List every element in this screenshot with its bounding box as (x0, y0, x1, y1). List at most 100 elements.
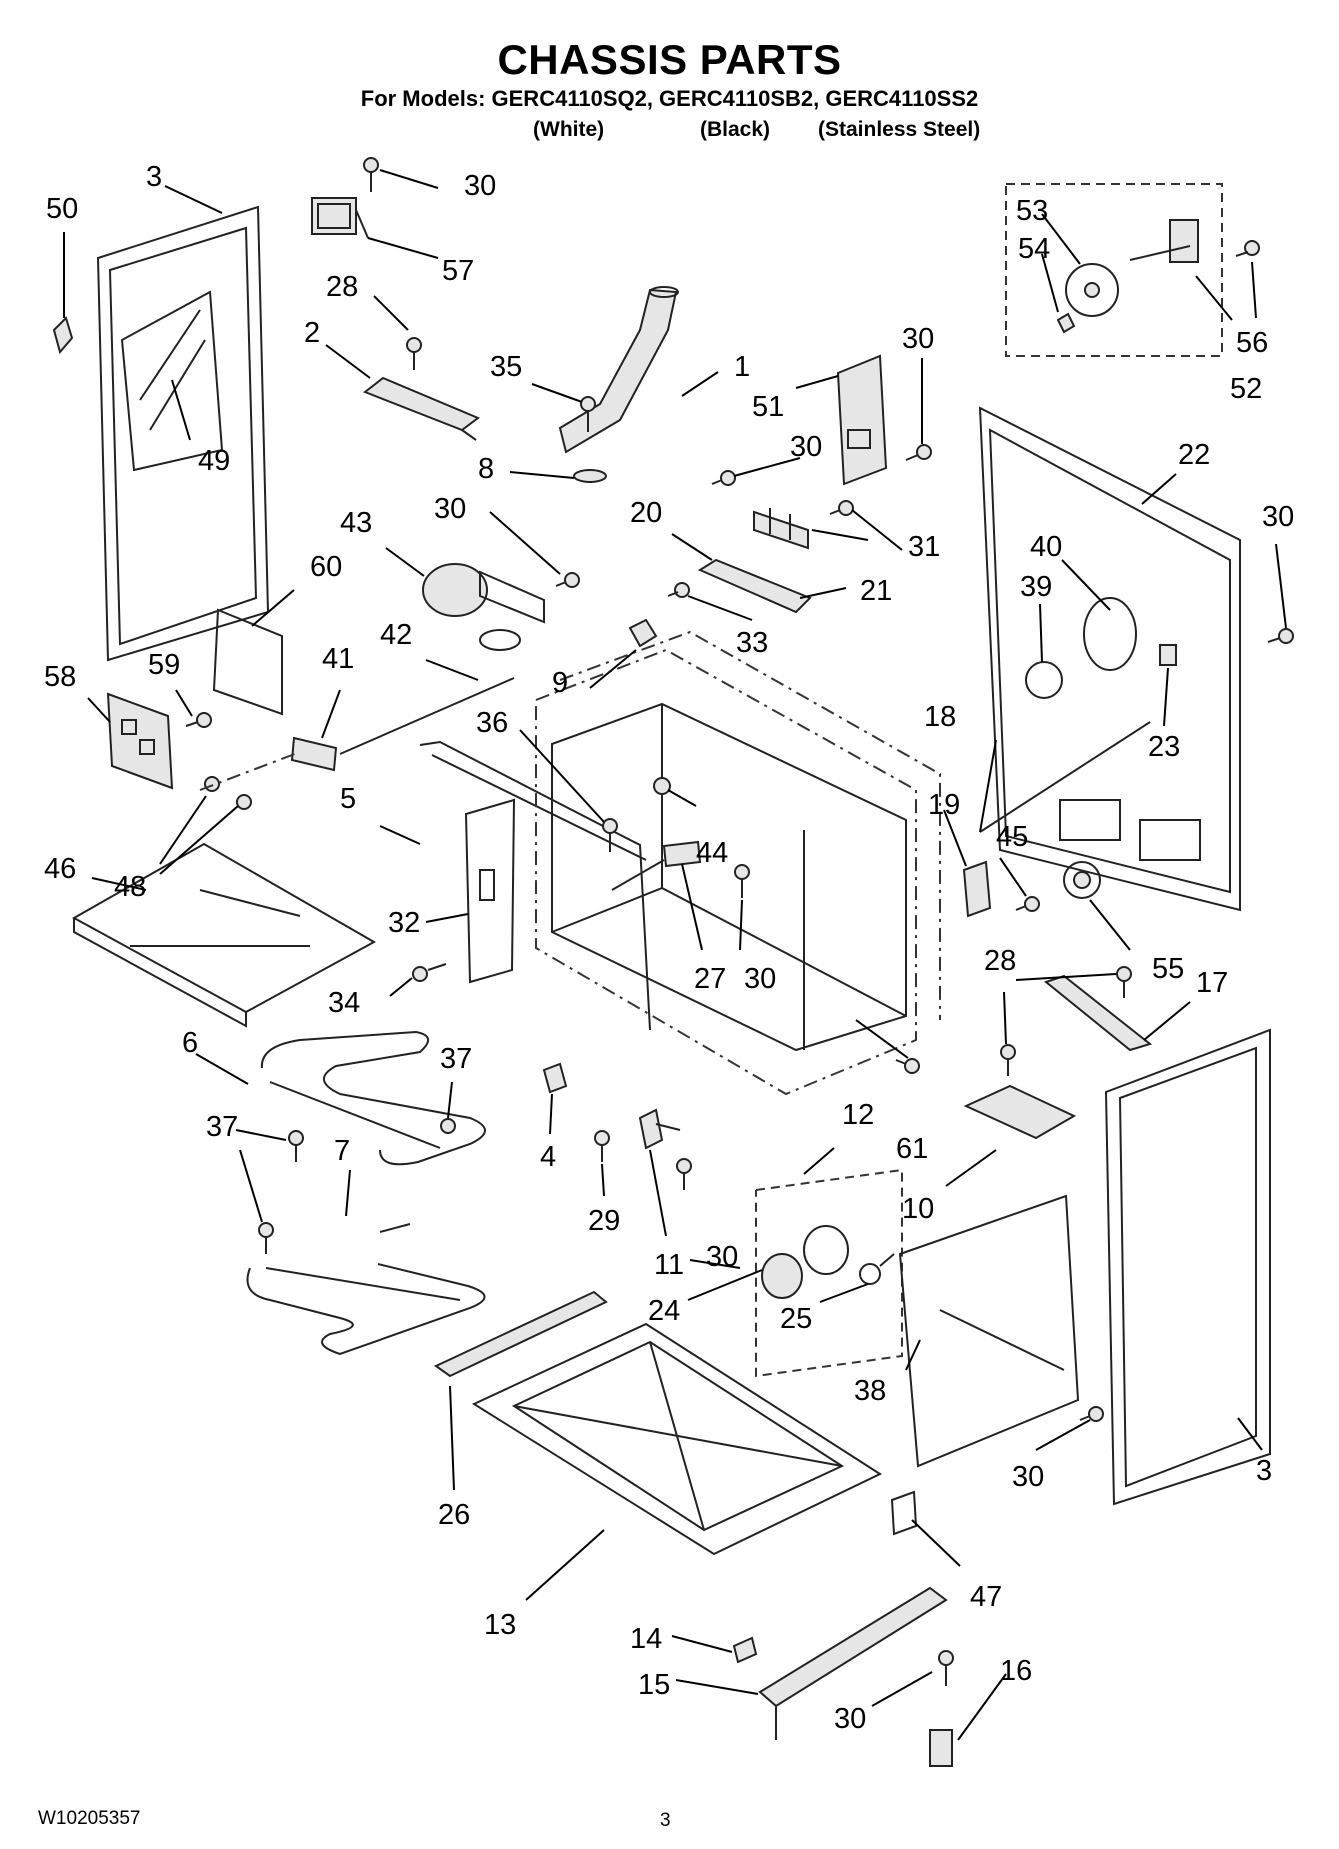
part-control-board-58 (106, 692, 174, 790)
callout-40: 40 (1030, 531, 1062, 563)
callout-43: 43 (340, 507, 372, 539)
callout-30-right: 30 (1012, 1461, 1044, 1493)
part-bottom-panel-13 (471, 1322, 883, 1556)
part-screw-30-d (711, 470, 736, 486)
part-bulb-25 (859, 1253, 895, 1285)
callout-31: 31 (908, 531, 940, 563)
part-label-47 (890, 1490, 918, 1536)
part-probe-wire-42 (199, 677, 515, 791)
part-screw-30-i (938, 1650, 954, 1686)
callout-35: 35 (490, 351, 522, 383)
part-screw-35 (580, 396, 596, 432)
part-bracket-20 (697, 558, 812, 614)
part-screw-30-top (363, 157, 379, 192)
callout-37-top: 37 (440, 1043, 472, 1075)
callout-30-cavity: 30 (744, 963, 776, 995)
part-screw-30-e (555, 572, 580, 588)
part-wire-18 (979, 721, 1151, 833)
callout-30-motor: 30 (434, 493, 466, 525)
part-screws-48 (204, 776, 252, 810)
part-side-panel-left (96, 205, 270, 662)
callout-17: 17 (1196, 967, 1228, 999)
part-screw-61 (895, 1058, 920, 1074)
callout-47: 47 (970, 1581, 1002, 1613)
callout-60: 60 (310, 551, 342, 583)
callout-30-top: 30 (464, 170, 496, 202)
callout-52: 52 (1230, 373, 1262, 405)
callout-30-shield: 30 (902, 323, 934, 355)
callout-30-lower: 30 (706, 1241, 738, 1273)
callout-54: 54 (1018, 233, 1050, 265)
callout-27: 27 (694, 963, 726, 995)
part-screw-33 (667, 582, 690, 598)
callout-16: 16 (1000, 1655, 1032, 1687)
callout-1: 1 (734, 351, 750, 383)
part-screw-31 (829, 500, 854, 516)
callout-34: 34 (328, 987, 360, 1019)
part-lamp-assembly-24 (755, 1168, 903, 1378)
callout-30-mid: 30 (790, 431, 822, 463)
part-screw-37-a (288, 1130, 304, 1162)
callout-25: 25 (780, 1303, 812, 1335)
callout-9: 9 (552, 667, 568, 699)
part-bracket-32 (464, 798, 516, 984)
part-motor-43 (422, 563, 545, 651)
part-screw-36 (602, 818, 618, 852)
part-fan-assembly-52 (1005, 183, 1223, 357)
part-clip-14 (732, 1636, 758, 1664)
callout-51: 51 (752, 391, 784, 423)
callout-8: 8 (478, 453, 494, 485)
part-shield-51 (836, 354, 888, 486)
part-clip-50 (52, 316, 74, 355)
part-bracket-19 (962, 860, 992, 918)
callout-19: 19 (928, 789, 960, 821)
part-sensor-41 (290, 736, 338, 772)
part-screw-45 (1015, 896, 1040, 912)
part-leveler-16 (929, 1729, 953, 1767)
part-screw-37-b (440, 1118, 456, 1134)
callout-22: 22 (1178, 439, 1210, 471)
part-screw-37-c (258, 1222, 274, 1254)
callout-57: 57 (442, 255, 474, 287)
part-screw-30-g (676, 1158, 692, 1190)
callout-50: 50 (46, 193, 78, 225)
part-side-panel-right (1104, 1028, 1271, 1506)
callout-61: 61 (896, 1133, 928, 1165)
callout-21: 21 (860, 575, 892, 607)
part-shield-38 (898, 1194, 1080, 1468)
callout-3-right: 3 (1256, 1455, 1272, 1487)
variant-black: (Black) (700, 118, 771, 141)
part-sensor-27 (611, 840, 702, 891)
part-screw-29 (594, 1130, 610, 1162)
callout-49: 49 (198, 445, 230, 477)
part-trim-26 (434, 1290, 608, 1378)
page-number: 3 (660, 1810, 671, 1831)
callout-5: 5 (340, 783, 356, 815)
callout-41: 41 (322, 643, 354, 675)
callout-36: 36 (476, 707, 508, 739)
part-screw-28-b (1116, 966, 1132, 998)
callout-6: 6 (182, 1027, 198, 1059)
part-transformer-57 (311, 197, 369, 239)
part-rear-panel-22 (978, 406, 1241, 912)
callout-39: 39 (1020, 571, 1052, 603)
part-connector-11 (638, 1108, 681, 1150)
callout-28-top: 28 (326, 271, 358, 303)
part-plate-10 (963, 1084, 1077, 1140)
callout-12: 12 (842, 1099, 874, 1131)
part-light-socket-44 (653, 777, 671, 795)
part-fan-55 (1063, 861, 1101, 899)
part-clip-9 (628, 618, 658, 648)
callout-14: 14 (630, 1623, 662, 1655)
part-bushing-23 (1159, 644, 1177, 666)
callout-26: 26 (438, 1499, 470, 1531)
part-screw-30-h (1079, 1406, 1104, 1422)
part-oven-cavity-12 (535, 630, 941, 1096)
callout-44: 44 (696, 837, 728, 869)
part-screw-30-f (734, 864, 750, 898)
part-cover-60 (212, 608, 283, 716)
part-screw-34 (412, 963, 447, 982)
callout-7: 7 (334, 1135, 350, 1167)
